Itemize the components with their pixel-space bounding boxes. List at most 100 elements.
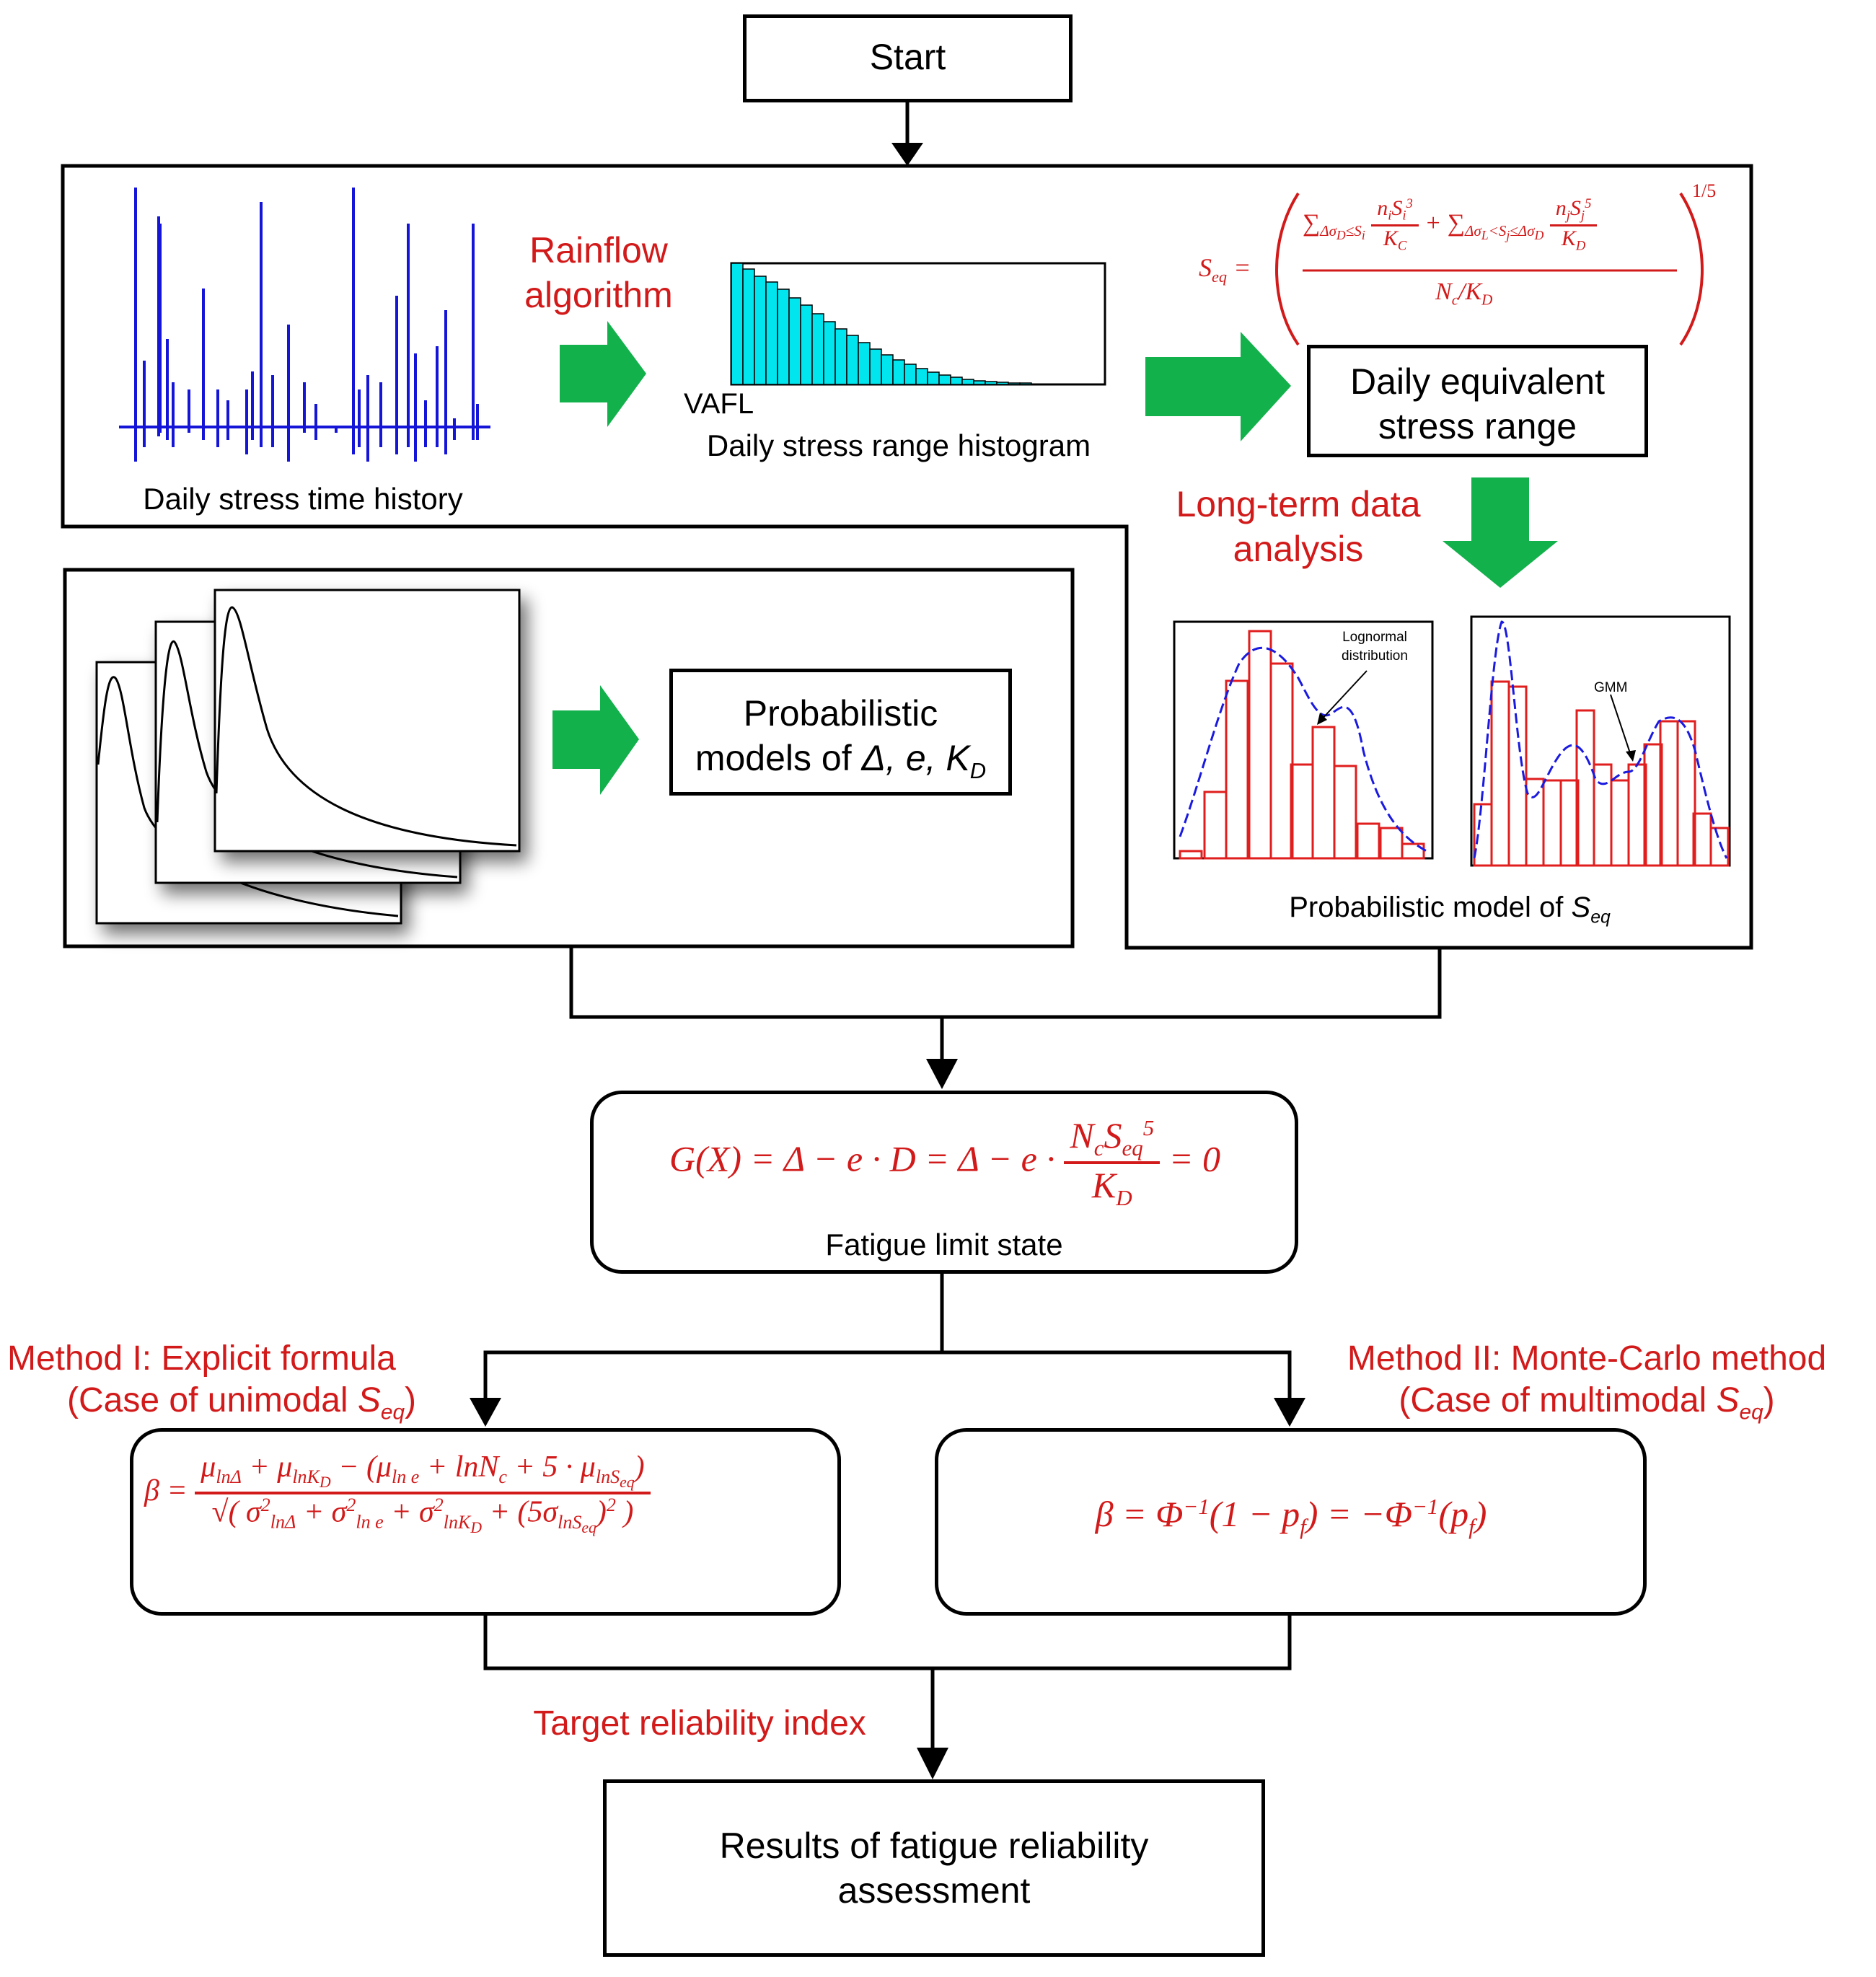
lognormal-bar (1269, 662, 1294, 860)
decay-curve-stack (95, 589, 521, 925)
gmm-label: GMM (1594, 680, 1628, 695)
histogram-bar (754, 276, 767, 385)
lognormal-label-line1: Lognormal (1342, 630, 1407, 645)
rainflow-label-line1: Rainflow (529, 230, 668, 270)
lognormal-label-line2: distribution (1342, 648, 1408, 664)
lognormal-bar (1179, 850, 1203, 860)
middle-section-frame (63, 568, 1075, 948)
histogram-vafl-label: VAFL (684, 388, 754, 420)
histogram-bar (777, 289, 790, 385)
top-section-frame (61, 164, 1753, 950)
method2-line2-sub: eq (1739, 1400, 1763, 1425)
method1-line1: Method I: Explicit formula (7, 1339, 396, 1378)
gmm-fit-plot (1470, 615, 1731, 867)
daily-equivalent-line1: Daily equivalent (1350, 361, 1605, 402)
histogram-bar (811, 313, 824, 385)
gmm-bar (1559, 779, 1580, 867)
histogram-bar (788, 297, 801, 385)
results-line1: Results of fatigue reliability (719, 1826, 1149, 1866)
long-term-line2: analysis (1233, 529, 1364, 569)
lognormal-bar (1356, 822, 1380, 860)
method2-line2-suffix: ) (1763, 1381, 1775, 1419)
method2-formula: β = Φ−1(1 − pf) = −Φ−1(pf) (1095, 1493, 1487, 1539)
method2-line2-symbol: S (1716, 1381, 1740, 1419)
histogram-bar (1019, 382, 1032, 385)
method1-line2-suffix: ) (405, 1381, 416, 1419)
histogram-bar (823, 321, 836, 385)
long-term-line1: Long-term data (1176, 484, 1421, 524)
probabilistic-models-line2-vars: Δ, e, K (861, 738, 970, 778)
probabilistic-models-line1: Probabilistic (743, 693, 938, 734)
method1-formula: β = μlnΔ + μlnKD − (μln e + lnNc + 5 · μ… (144, 1450, 829, 1537)
method1-line2-symbol: S (357, 1381, 381, 1419)
histogram-bar (1008, 382, 1021, 385)
gmm-bar (1676, 720, 1696, 867)
lognormal-fit-plot (1173, 620, 1434, 860)
histogram-bar (834, 328, 847, 385)
stress-time-history-plot (119, 188, 490, 462)
target-reliability-label: Target reliability index (533, 1704, 866, 1743)
daily-equivalent-line2: stress range (1378, 406, 1577, 446)
histogram-bar (938, 374, 951, 385)
histogram-bar (892, 359, 905, 385)
prob-model-caption-symbol: S (1571, 891, 1591, 923)
seq-formula-lhs: Seq = (1199, 253, 1251, 286)
prob-model-caption: Probabilistic model of Seq (1161, 891, 1738, 928)
histogram-bar (950, 377, 963, 385)
method2-line2: (Case of multimodal Seq) (1305, 1381, 1868, 1425)
method1-line2-prefix: (Case of unimodal (67, 1381, 358, 1419)
gmm-bar (1709, 827, 1730, 867)
method1-line2: (Case of unimodal Seq) (7, 1381, 476, 1425)
stress-range-histogram (730, 262, 1106, 386)
results-box (603, 1779, 1265, 1957)
connector-lines (483, 102, 1442, 1749)
results-line2: assessment (837, 1870, 1031, 1911)
histogram-bar (961, 379, 974, 385)
gmm-bar (1507, 685, 1528, 867)
fat-right-arrow-icon (1145, 332, 1291, 441)
histogram-bar (985, 381, 998, 385)
histogram-bar (846, 335, 859, 385)
method2-line2-prefix: (Case of multimodal (1399, 1381, 1717, 1419)
method2-formula-box (935, 1428, 1647, 1616)
probabilistic-models-line2-prefix: models of (695, 738, 862, 778)
lognormal-bar (1225, 679, 1249, 860)
histogram-bar (869, 348, 882, 385)
method1-line2-sub: eq (380, 1400, 405, 1425)
lognormal-bar (1333, 765, 1357, 860)
histogram-caption: Daily stress range histogram (706, 428, 1091, 462)
time-history-caption: Daily stress time history (143, 482, 463, 516)
probabilistic-models-line2: models of Δ, e, KD (669, 737, 1012, 784)
seq-formula-exponent: 1/5 (1692, 180, 1717, 201)
histogram-bar (731, 263, 744, 385)
probabilistic-models-box (669, 669, 1012, 796)
prob-model-caption-sub: eq (1590, 907, 1611, 928)
start-label: Start (869, 37, 946, 77)
histogram-bar (927, 371, 940, 385)
limit-state-caption: Fatigue limit state (825, 1228, 1063, 1262)
rainflow-label-line2: algorithm (524, 275, 673, 315)
start-box (743, 14, 1073, 102)
histogram-bar (881, 354, 894, 385)
fat-right-arrow-icon (552, 685, 639, 795)
formula-right-paren (1679, 192, 1704, 346)
histogram-bar (742, 268, 755, 385)
method2-line1: Method II: Monte-Carlo method (1347, 1339, 1827, 1378)
method1-formula-box (130, 1428, 841, 1616)
seq-formula-denominator: Nc/KD (1435, 278, 1493, 309)
histogram-bar (858, 342, 871, 385)
fat-down-arrow-icon (1443, 477, 1558, 588)
histogram-bar (765, 281, 778, 385)
histogram-bar (915, 368, 928, 385)
formula-left-paren (1275, 192, 1300, 346)
fat-right-arrow-icon (560, 321, 646, 427)
histogram-bar (996, 382, 1009, 385)
prob-model-caption-prefix: Probabilistic model of (1289, 891, 1572, 923)
daily-equivalent-box (1307, 345, 1648, 457)
gmm-bar (1643, 743, 1663, 867)
limit-state-box (590, 1091, 1298, 1274)
histogram-bar (904, 364, 917, 385)
